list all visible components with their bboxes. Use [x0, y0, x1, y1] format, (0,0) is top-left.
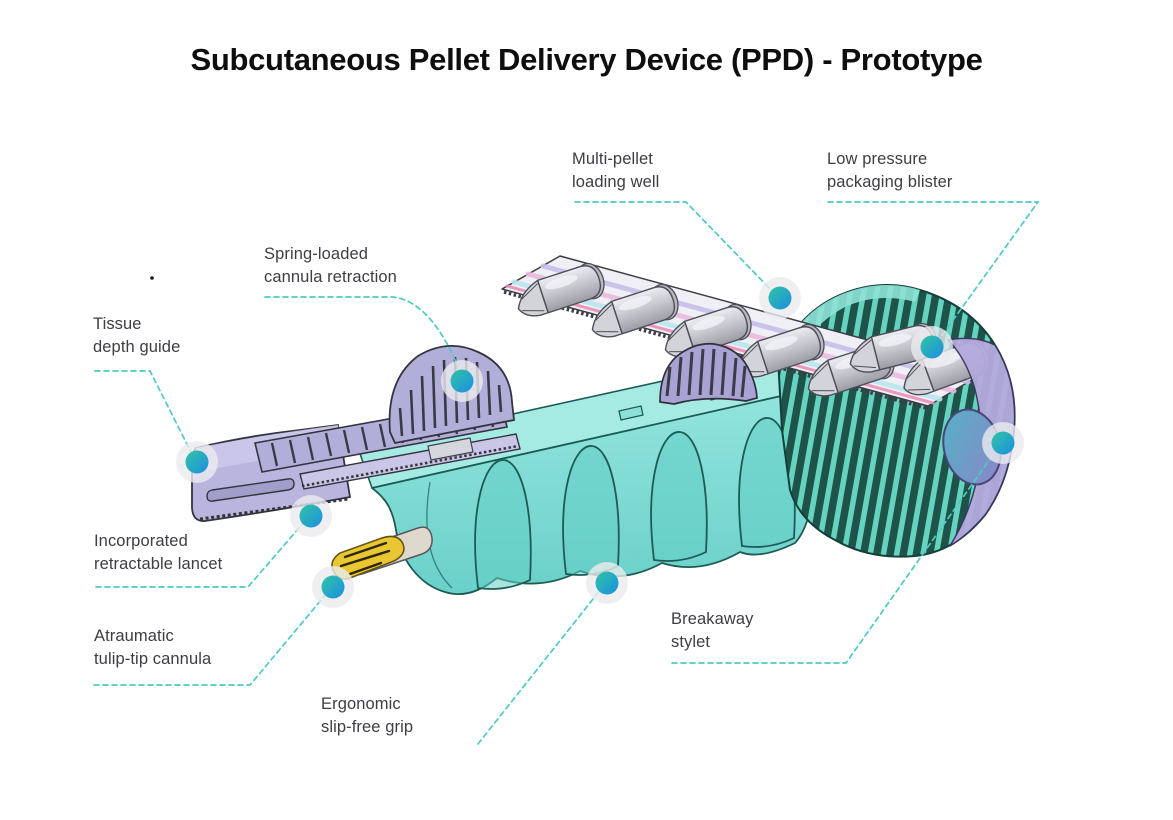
- marker-spring-loaded-cannula-retraction: [441, 360, 483, 402]
- leader-breakaway: [671, 448, 998, 664]
- callout-low-pressure-packaging-blister: Low pressure packaging blister: [827, 150, 953, 192]
- callout-atraumatic-tulip-tip-cannula: Atraumatic tulip-tip cannula: [94, 627, 212, 669]
- callout-multi-pellet-loading-well: Multi-pellet loading well: [572, 150, 660, 192]
- callout-spring-loaded-cannula-retraction: Spring-loaded cannula retraction: [264, 245, 397, 287]
- page-title: Subcutaneous Pellet Delivery Device (PPD…: [190, 42, 983, 77]
- callout-markers: [176, 277, 1024, 608]
- retraction-clamp: [659, 342, 758, 405]
- callout-ergonomic-slip-free-grip: Ergonomic slip-free grip: [321, 695, 414, 737]
- sled-slot: [206, 478, 295, 502]
- callout-incorporated-retractable-lancet: Incorporated retractable lancet: [94, 532, 223, 574]
- leader-lancet: [95, 520, 306, 588]
- leader-ergonomic: [477, 588, 602, 745]
- leader-multi-pellet: [574, 201, 775, 294]
- marker-low-pressure-packaging-blister: [911, 326, 953, 368]
- leader-tissue-depth: [94, 370, 194, 457]
- callout-tissue-depth-guide: Tissue depth guide: [93, 315, 181, 357]
- marker-incorporated-retractable-lancet: [290, 495, 332, 537]
- leader-low-pressure: [827, 201, 1040, 342]
- stray-dot: [150, 276, 154, 280]
- marker-tissue-depth-guide: [176, 441, 218, 483]
- leader-spring-loaded: [264, 296, 461, 373]
- marker-multi-pellet-loading-well: [759, 277, 801, 319]
- device-body: [357, 351, 815, 596]
- marker-ergonomic-slip-free-grip: [586, 562, 628, 604]
- callout-breakaway-stylet: Breakaway stylet: [671, 610, 754, 652]
- leader-lines: [93, 201, 1040, 745]
- grip-arches: [474, 417, 796, 590]
- leader-tulip-tip: [93, 592, 328, 686]
- marker-atraumatic-tulip-tip-cannula: [312, 566, 354, 608]
- marker-breakaway-stylet: [982, 422, 1024, 464]
